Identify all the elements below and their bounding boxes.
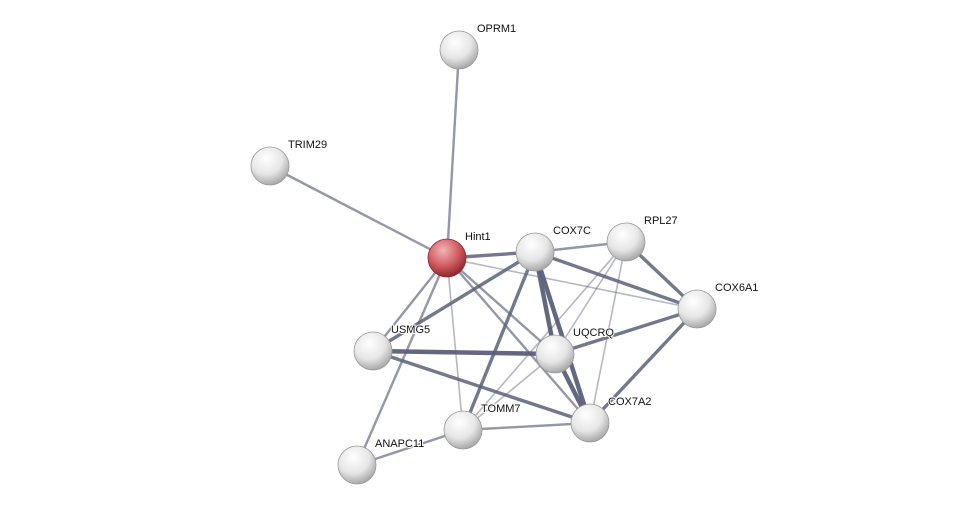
- node-label: COX6A1: [715, 282, 758, 294]
- edge-rpl27-tomm7[interactable]: [462, 241, 627, 431]
- edge-cox7c-usmg5[interactable]: [372, 250, 536, 353]
- edge-rpl27-cox7a2[interactable]: [589, 241, 627, 424]
- edge-hint1-trim29[interactable]: [269, 164, 448, 260]
- edge-hint1-oprm1[interactable]: [445, 49, 461, 259]
- node-sphere[interactable]: [353, 331, 393, 371]
- node-label: RPL27: [644, 215, 678, 227]
- node-sphere[interactable]: [439, 30, 479, 70]
- node-sphere[interactable]: [515, 232, 555, 272]
- edge-usmg5-uqcrq[interactable]: [372, 348, 556, 357]
- node-cox6a1[interactable]: COX6A1: [677, 281, 759, 329]
- node-label: COX7A2: [608, 396, 651, 408]
- edge-rpl27-uqcrq[interactable]: [554, 241, 627, 355]
- node-rpl27[interactable]: RPL27: [606, 214, 679, 262]
- node-usmg5[interactable]: USMG5: [353, 323, 431, 371]
- node-label: TOMM7: [481, 403, 521, 415]
- edge-hint1-tomm7[interactable]: [446, 257, 464, 431]
- node-sphere[interactable]: [443, 410, 483, 450]
- edge-hint1-usmg5[interactable]: [372, 257, 448, 352]
- node-cox7c[interactable]: COX7C: [515, 224, 592, 272]
- node-cox7a2[interactable]: COX7A2: [570, 395, 652, 443]
- node-trim29[interactable]: TRIM29: [250, 138, 328, 186]
- edge-usmg5-cox7a2[interactable]: [372, 349, 591, 425]
- node-label: TRIM29: [288, 139, 327, 151]
- node-sphere[interactable]: [427, 238, 467, 278]
- edge-hint1-uqcrq[interactable]: [446, 257, 556, 355]
- node-uqcrq[interactable]: UQCRQ: [535, 326, 615, 374]
- edge-tomm7-cox7a2[interactable]: [462, 421, 591, 432]
- edge-cox6a1-cox7a2[interactable]: [588, 307, 699, 425]
- node-label: Hint1: [465, 231, 491, 243]
- node-label: COX7C: [553, 225, 591, 237]
- node-sphere[interactable]: [337, 445, 377, 485]
- edge-cox7c-cox6a1[interactable]: [534, 250, 698, 311]
- node-oprm1[interactable]: OPRM1: [439, 22, 517, 70]
- node-sphere[interactable]: [677, 289, 717, 329]
- node-anapc11[interactable]: ANAPC11: [337, 437, 425, 485]
- node-label: UQCRQ: [573, 327, 614, 339]
- edge-hint1-cox7a2[interactable]: [446, 257, 591, 424]
- node-sphere[interactable]: [535, 334, 575, 374]
- node-label: ANAPC11: [375, 438, 424, 450]
- node-label: USMG5: [391, 324, 430, 336]
- node-sphere[interactable]: [606, 222, 646, 262]
- edge-cox7c-tomm7[interactable]: [461, 251, 537, 431]
- edge-cox6a1-uqcrq[interactable]: [554, 307, 698, 356]
- node-sphere[interactable]: [570, 403, 610, 443]
- edge-uqcrq-tomm7[interactable]: [462, 353, 556, 431]
- node-sphere[interactable]: [250, 146, 290, 186]
- edge-hint1-cox6a1[interactable]: [446, 257, 698, 310]
- node-hint1[interactable]: Hint1: [427, 230, 492, 278]
- node-label: OPRM1: [477, 23, 516, 35]
- node-tomm7[interactable]: TOMM7: [443, 402, 522, 450]
